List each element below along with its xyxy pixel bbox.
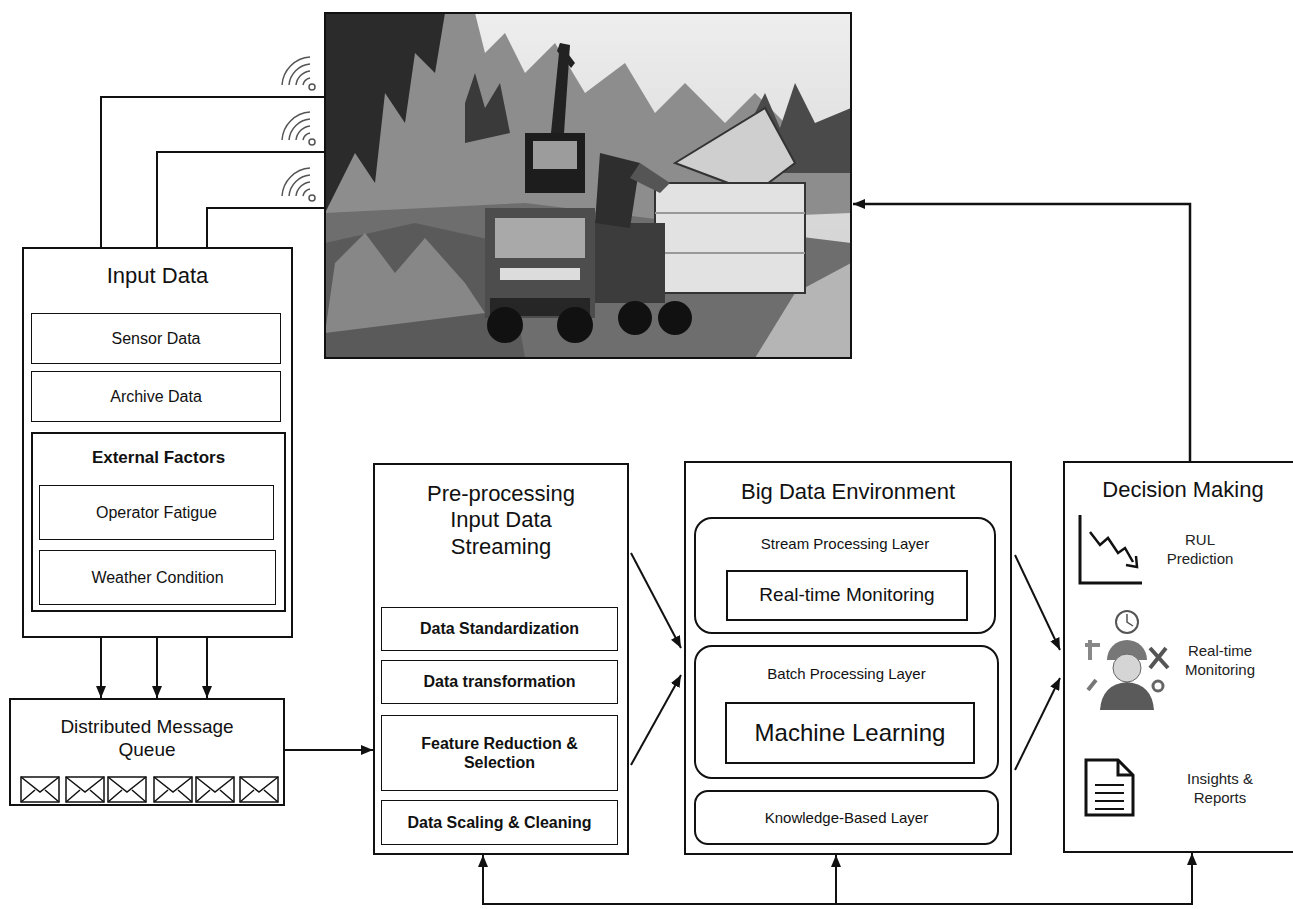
node-title: Sensor Data: [112, 329, 201, 348]
step-box: Feature Reduction & Selection: [381, 715, 618, 791]
machine-photo: [325, 13, 851, 358]
node-title: Feature Reduction & Selection: [405, 734, 595, 772]
step-box: Data transformation: [381, 660, 618, 704]
flow-arrow: [631, 553, 681, 648]
node-title: Batch Processing Layer: [696, 665, 997, 683]
flow-arrow: [1015, 555, 1060, 650]
icon-label: Real-time Monitoring: [1172, 642, 1268, 680]
icon-label: Insights & Reports: [1172, 770, 1268, 808]
icon-label: RUL Prediction: [1158, 531, 1242, 569]
flow-arrow: [483, 853, 1192, 904]
input-box: Sensor Data: [31, 313, 281, 364]
node-title: Stream Processing Layer: [696, 535, 994, 553]
bigdata-panel: Big Data EnvironmentStream Processing La…: [684, 461, 1012, 855]
rul-chart-icon: [1080, 515, 1142, 583]
module-box: Real-time Monitoring: [726, 570, 968, 621]
node-title: Data Scaling & Cleaning: [407, 813, 591, 832]
wireless-link: [101, 97, 325, 247]
document-icon: [1086, 760, 1133, 815]
step-box: Data Standardization: [381, 607, 618, 651]
message-envelope: [21, 777, 278, 802]
node-title: External Factors: [33, 448, 284, 468]
node-title: Input Data: [24, 263, 291, 289]
node-title: Decision Making: [1065, 477, 1293, 503]
node-title: Data Standardization: [420, 619, 579, 638]
layer-box: Knowledge-Based Layer: [694, 790, 999, 845]
node-title: Pre-processing Input Data Streaming: [411, 481, 591, 560]
technician-icon: [1085, 611, 1168, 710]
feedback-arrow: [853, 204, 1190, 461]
layer-box: Stream Processing LayerReal-time Monitor…: [694, 517, 996, 634]
layer-box: Batch Processing LayerMachine Learning: [694, 645, 999, 779]
node-title: Machine Learning: [755, 719, 946, 748]
node-title: Distributed Message Queue: [42, 716, 252, 762]
factor-group: External FactorsOperator FatigueWeather …: [31, 432, 286, 612]
node-title: Archive Data: [110, 387, 202, 406]
node-title: Real-time Monitoring: [759, 584, 934, 607]
flow-arrow: [206, 638, 208, 698]
flow-arrow: [285, 749, 373, 751]
flow-arrow: [836, 853, 1192, 904]
flow-arrow: [1015, 678, 1060, 770]
flow-arrow: [156, 638, 158, 698]
factor-box: Operator Fatigue: [39, 485, 274, 540]
factor-box: Weather Condition: [39, 550, 276, 605]
node-title: Weather Condition: [91, 568, 223, 587]
flow-arrow: [100, 638, 102, 698]
step-box: Data Scaling & Cleaning: [381, 800, 618, 845]
node-title: Operator Fatigue: [96, 503, 217, 522]
module-box: Machine Learning: [725, 702, 975, 764]
decision-panel: Decision Making: [1063, 461, 1293, 853]
input-box: Archive Data: [31, 371, 281, 422]
flow-arrow: [631, 675, 681, 765]
input-panel: Input DataSensor DataArchive DataExterna…: [22, 247, 293, 638]
message-queue: Distributed Message Queue: [9, 698, 285, 806]
node-title: Data transformation: [423, 672, 575, 691]
preprocess-panel: Pre-processing Input Data StreamingData …: [373, 463, 629, 855]
wifi-icon: [282, 57, 315, 201]
node-title: Knowledge-Based Layer: [765, 809, 928, 827]
node-title: Big Data Environment: [686, 479, 1010, 505]
